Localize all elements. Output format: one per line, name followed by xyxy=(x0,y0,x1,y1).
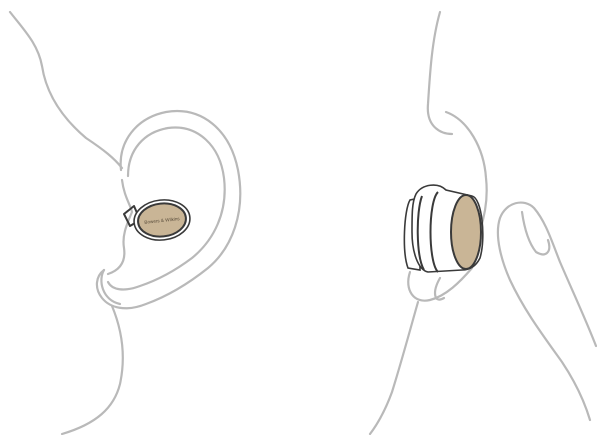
neck-side-outline xyxy=(370,302,418,434)
head-outline xyxy=(10,12,122,168)
head-back-outline xyxy=(428,12,452,134)
earbud-front: Bowers & Wilkins xyxy=(124,197,192,243)
left-panel-ear-front: Bowers & Wilkins xyxy=(10,12,240,434)
right-panel-ear-side xyxy=(370,12,596,434)
neck-outline xyxy=(62,306,123,434)
fingernail xyxy=(522,212,549,254)
earbud-side-face xyxy=(451,195,481,269)
earbud-side xyxy=(404,185,482,272)
finger-outline xyxy=(498,203,596,420)
ear-side-lower xyxy=(408,268,472,301)
ear-concha xyxy=(108,180,132,274)
